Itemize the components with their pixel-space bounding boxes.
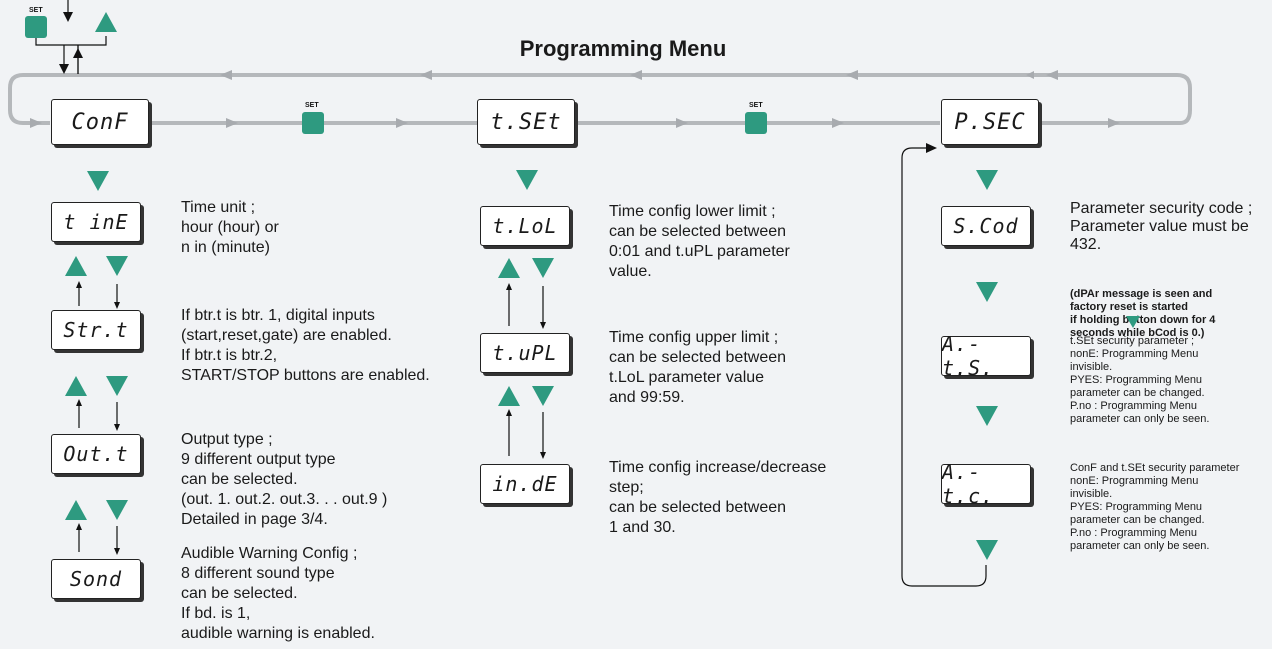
desc-line: If btr.t is btr.2, [181, 347, 278, 364]
desc-line: Time unit ; [181, 199, 256, 216]
desc-line: parameter can only be seen. [1070, 540, 1210, 552]
desc-line: Detailed in page 3/4. [181, 511, 328, 528]
note-line: (dPAr message is seen and [1070, 288, 1213, 300]
desc-line: can be selected. [181, 471, 298, 488]
tupl-description: Time config upper limit ; can be selecte… [609, 328, 786, 408]
atc-description: ConF and t.SEt security parameter nonE: … [1070, 462, 1239, 553]
inde-description: Time config increase/decrease step; can … [609, 458, 826, 538]
down-arrow-icon [532, 258, 554, 278]
desc-line: Parameter value must be [1070, 218, 1249, 235]
desc-line: can be selected between [609, 223, 787, 240]
desc-line: can be selected. [181, 585, 298, 602]
desc-line: (out. 1. out.2. out.3. . . out.9 ) [181, 491, 388, 508]
down-arrow-icon [976, 170, 998, 190]
desc-line: can be selected between [609, 499, 787, 516]
time-description: Time unit ; hour (hour) or n in (minute) [181, 198, 279, 258]
desc-line: nonE: Programming Menu [1070, 348, 1199, 360]
desc-line: P.no : Programming Menu [1070, 527, 1197, 539]
down-arrow-icon [106, 376, 128, 396]
desc-line: 8 different sound type [181, 565, 335, 582]
display-conf[interactable]: ConF [51, 99, 149, 145]
desc-line: can be selected between [609, 349, 787, 366]
display-strt[interactable]: Str.t [51, 310, 141, 350]
display-tset[interactable]: t.SEt [477, 99, 575, 145]
down-arrow-icon [976, 540, 998, 560]
up-arrow-key[interactable] [95, 12, 117, 32]
outt-description: Output type ; 9 different output type ca… [181, 430, 387, 530]
display-tupl[interactable]: t.uPL [480, 333, 570, 373]
desc-line: parameter can be changed. [1070, 387, 1205, 399]
set-key[interactable] [302, 112, 324, 134]
desc-line: PYES: Programming Menu [1070, 374, 1203, 386]
tlol-description: Time config lower limit ; can be selecte… [609, 202, 790, 282]
desc-line: 9 different output type [181, 451, 336, 468]
page-title: Programming Menu [519, 36, 727, 61]
up-arrow-icon [65, 376, 87, 396]
down-arrow-icon [976, 406, 998, 426]
note-line: if holding button down for 4 [1070, 314, 1216, 326]
desc-line: PYES: Programming Menu [1070, 501, 1203, 513]
display-atc[interactable]: A.-t.c. [941, 460, 1031, 508]
up-arrow-icon [498, 258, 520, 278]
desc-line: invisible. [1070, 361, 1113, 373]
desc-line: n in (minute) [181, 239, 270, 256]
up-arrow-icon [65, 256, 87, 276]
desc-line: ConF and t.SEt security parameter [1070, 462, 1240, 474]
set-key-label: SET [749, 102, 763, 109]
display-tlol[interactable]: t.LoL [480, 206, 570, 246]
desc-line: Audible Warning Config ; [181, 545, 358, 562]
set-key[interactable] [745, 112, 767, 134]
up-arrow-icon [65, 500, 87, 520]
desc-line: Time config increase/decrease [609, 459, 827, 476]
sond-description: Audible Warning Config ; 8 different sou… [181, 544, 375, 644]
desc-line: step; [609, 479, 644, 496]
desc-line: Time config lower limit ; [609, 203, 776, 220]
display-sond[interactable]: Sond [51, 559, 141, 599]
note-line: factory reset is started [1070, 301, 1188, 313]
desc-line: t.SEt security parameter ; [1070, 335, 1195, 347]
desc-line: audible warning is enabled. [181, 625, 375, 642]
display-ats[interactable]: A.-t.S. [941, 332, 1031, 380]
set-key-label: SET [305, 102, 319, 109]
scod-description: Parameter security code ; Parameter valu… [1070, 200, 1252, 254]
down-arrow-icon [976, 282, 998, 302]
down-arrow-icon [106, 256, 128, 276]
scod-note: (dPAr message is seen and factory reset … [1070, 288, 1215, 340]
down-arrow-icon [532, 386, 554, 406]
down-arrow-icon [1126, 316, 1140, 328]
desc-line: P.no : Programming Menu [1070, 400, 1197, 412]
display-outt[interactable]: Out.t [51, 434, 141, 474]
desc-line: Time config upper limit ; [609, 329, 779, 346]
desc-line: 0:01 and t.uPL parameter [609, 243, 790, 260]
desc-line: START/STOP buttons are enabled. [181, 367, 430, 384]
down-arrow-icon [516, 170, 538, 190]
desc-line: and 99:59. [609, 389, 685, 406]
desc-line: If btr.t is btr. 1, digital inputs [181, 307, 375, 324]
display-scod[interactable]: S.Cod [941, 206, 1031, 246]
desc-line: If bd. is 1, [181, 605, 251, 622]
desc-line: Parameter security code ; [1070, 200, 1253, 217]
desc-line: nonE: Programming Menu [1070, 475, 1199, 487]
desc-line: t.LoL parameter value [609, 369, 765, 386]
set-key-label: SET [29, 7, 43, 14]
desc-line: invisible. [1070, 488, 1113, 500]
desc-line: 432. [1070, 236, 1102, 253]
display-inde[interactable]: in.dE [480, 464, 570, 504]
set-key[interactable] [25, 16, 47, 38]
down-arrow-icon [87, 171, 109, 191]
display-psec[interactable]: P.SEC [941, 99, 1039, 145]
desc-line: parameter can be changed. [1070, 514, 1205, 526]
desc-line: 1 and 30. [609, 519, 676, 536]
desc-line: Output type ; [181, 431, 273, 448]
desc-line: parameter can only be seen. [1070, 413, 1210, 425]
desc-line: value. [609, 263, 652, 280]
display-time[interactable]: t inE [51, 202, 141, 242]
up-arrow-icon [498, 386, 520, 406]
strt-description: If btr.t is btr. 1, digital inputs (star… [181, 306, 430, 386]
desc-line: (start,reset,gate) are enabled. [181, 327, 392, 344]
ats-description: t.SEt security parameter ; nonE: Program… [1070, 335, 1209, 426]
note-line: seconds while bCod is 0.) [1070, 327, 1205, 339]
desc-line: hour (hour) or [181, 219, 279, 236]
down-arrow-icon [106, 500, 128, 520]
